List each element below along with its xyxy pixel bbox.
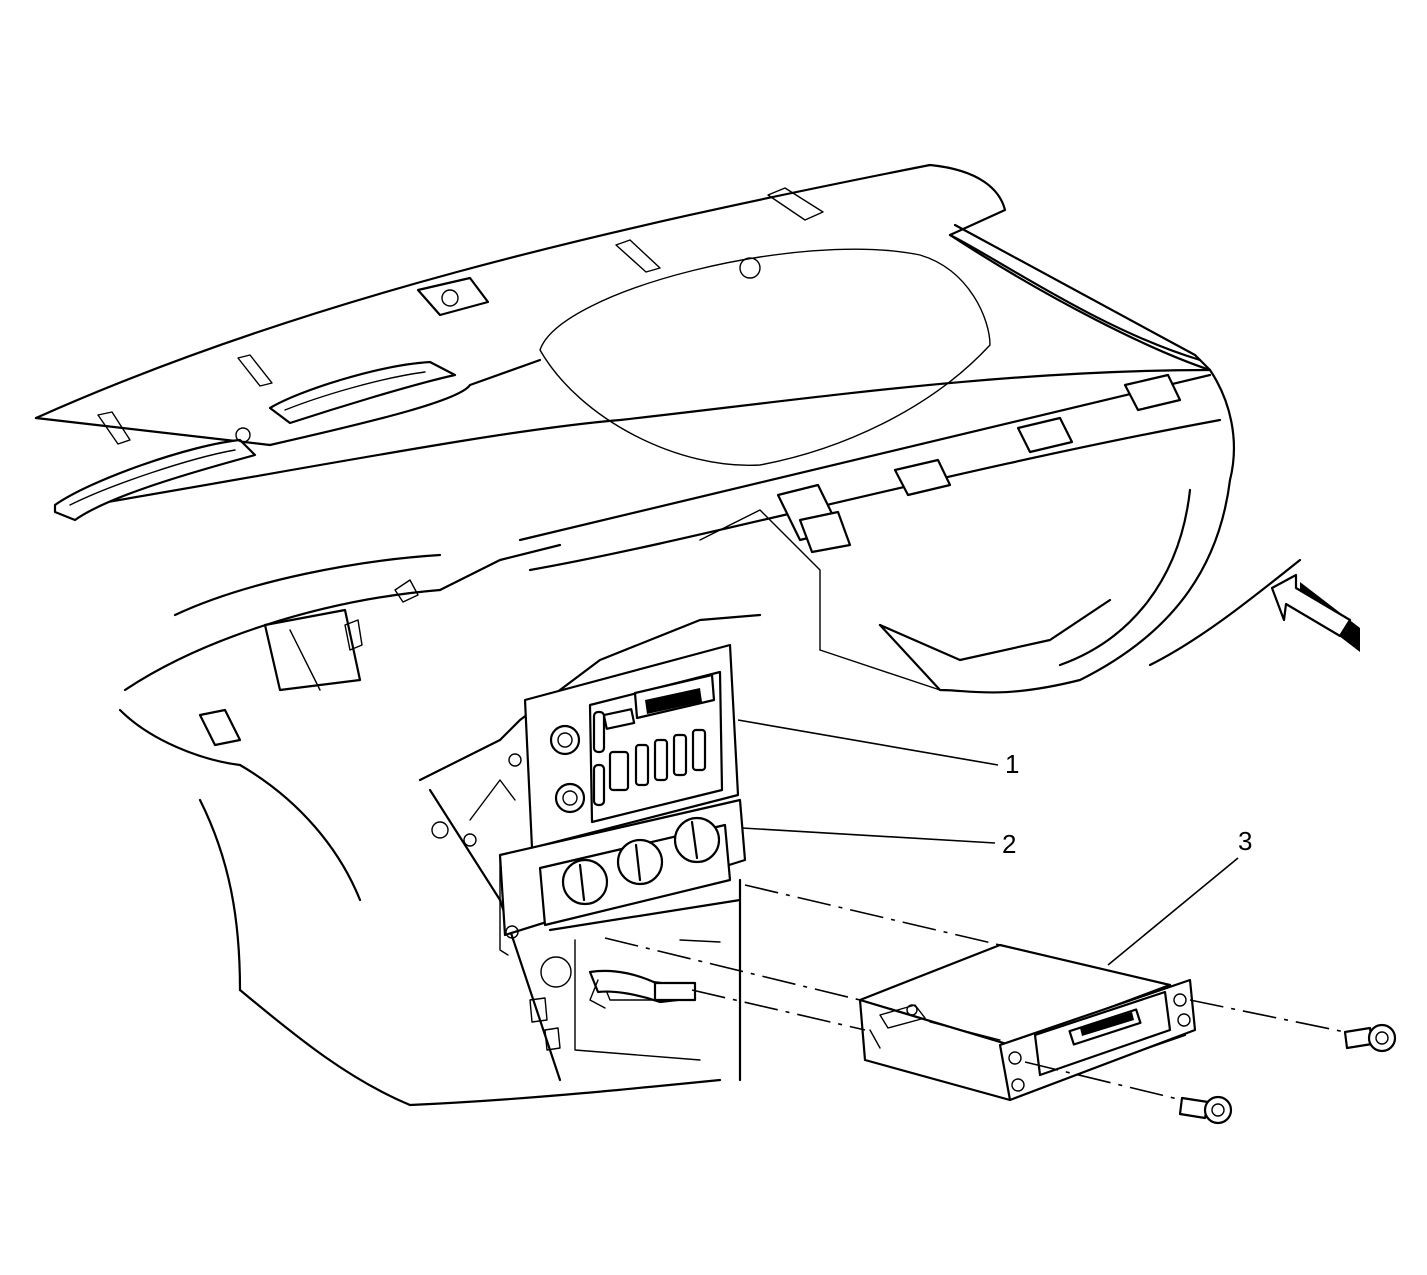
callout-1: 1 [1005,749,1019,779]
hvac-control-panel [498,798,747,956]
leader-3 [1107,857,1239,966]
installation-lines [604,884,1346,1101]
instrument-panel-right-section [518,373,1302,694]
instrument-panel-upper-pad [34,163,1236,522]
receiver-screw-lower [1178,1095,1233,1125]
radio-receiver [858,943,1197,1102]
leader-1 [737,719,999,766]
leader-2 [741,827,996,844]
radio-control-panel [523,643,740,850]
instrument-panel-left-section [118,543,722,1107]
callout-2: 2 [1002,829,1016,859]
view-direction-arrow-icon [1270,573,1360,652]
receiver-screw-right [1343,1023,1397,1053]
radio-wiring-connector [588,969,697,1009]
callout-3: 3 [1238,826,1252,856]
callout-leaders [737,719,1239,966]
